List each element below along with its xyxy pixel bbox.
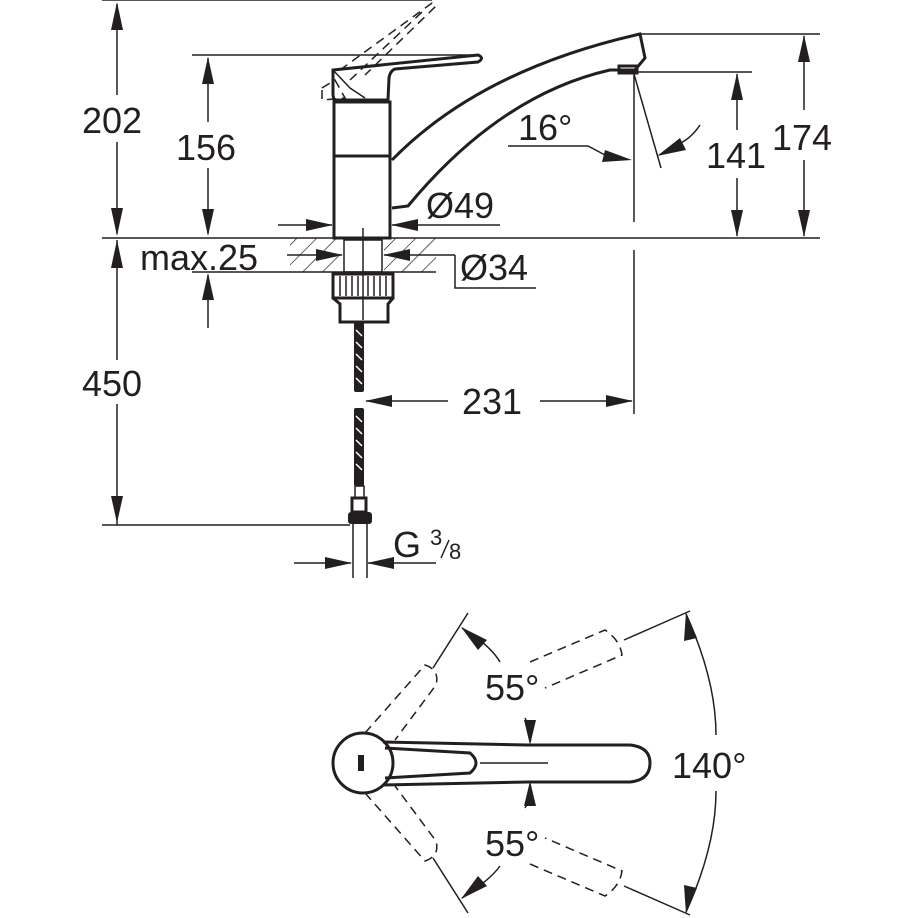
- arrowhead-icon: [798, 210, 810, 237]
- arrowhead-icon: [202, 57, 214, 84]
- arrowhead-icon: [383, 249, 410, 261]
- arrowhead-icon: [461, 876, 487, 899]
- dimension-174: 174: [772, 35, 832, 237]
- arrowhead-icon: [657, 138, 686, 156]
- dimension-450: 450: [80, 360, 350, 526]
- dimension-diameter-34: Ø34: [287, 247, 536, 289]
- thread-denominator: 8: [449, 539, 461, 564]
- dim-label-max-25: max.25: [140, 237, 258, 278]
- dim-label-156: 156: [176, 127, 236, 168]
- lever-rotated-positions: [364, 629, 623, 897]
- arrowhead-icon: [524, 781, 536, 806]
- arrowhead-icon: [306, 219, 333, 231]
- arrowhead-icon: [365, 395, 392, 407]
- dimension-diameter-49: Ø49: [278, 185, 500, 231]
- dimension-231: 231: [365, 72, 635, 422]
- dim-label-55-lower: 55°: [485, 823, 539, 864]
- thread-numerator: 3: [430, 525, 442, 550]
- arrowhead-icon: [111, 208, 123, 236]
- arrowhead-icon: [367, 557, 394, 569]
- extension-line: [623, 610, 691, 641]
- arrowhead-icon: [684, 885, 697, 914]
- arrowhead-icon: [316, 249, 343, 261]
- arrowhead-icon: [325, 557, 352, 569]
- arrowhead-icon: [606, 395, 633, 407]
- extension-line: [432, 612, 469, 669]
- arrowhead-icon: [202, 209, 214, 236]
- dim-label-141: 141: [706, 135, 766, 176]
- dim-label-16-degrees: 16°: [518, 107, 572, 148]
- arrowhead-icon: [111, 496, 123, 523]
- arrowhead-icon: [731, 210, 743, 237]
- dim-label-diameter-34: Ø34: [460, 247, 528, 288]
- arrowhead-icon: [798, 35, 810, 62]
- faucet-body: [332, 100, 392, 240]
- dim-label-231: 231: [462, 381, 522, 422]
- flexible-hose: [348, 322, 372, 578]
- dim-label-55-upper: 55°: [485, 667, 539, 708]
- dim-label-202: 202: [82, 100, 142, 141]
- thread-prefix: G: [393, 524, 421, 565]
- dimension-swivel-left: 55°: [461, 627, 539, 745]
- arrowhead-icon: [111, 2, 123, 30]
- arrowhead-icon: [391, 219, 418, 231]
- lever-handle: [331, 53, 483, 102]
- extension-line: [432, 857, 469, 914]
- mounting-shank: [331, 228, 395, 324]
- lever-open-position: [321, 2, 438, 101]
- arrowhead-icon: [202, 273, 214, 300]
- spout: [390, 32, 647, 210]
- dimension-connection-thread: G 3 8: [294, 524, 461, 569]
- dim-label-450: 450: [82, 363, 142, 404]
- dimension-141: 141: [706, 73, 766, 237]
- dimension-202: 202: [82, 2, 142, 236]
- dimension-156: 156: [176, 57, 236, 236]
- dim-label-diameter-49: Ø49: [426, 185, 494, 226]
- arrowhead-icon: [524, 720, 536, 745]
- arrowhead-icon: [602, 150, 632, 162]
- arrowhead-icon: [461, 627, 487, 650]
- lever-top-view: [331, 731, 652, 795]
- arrowhead-icon: [731, 73, 743, 100]
- top-view: 55° 55° 140°: [331, 610, 746, 916]
- extension-line: [623, 885, 691, 916]
- dimension-spout-angle: 16°: [508, 73, 701, 169]
- arrowhead-icon: [684, 612, 697, 641]
- dimension-total-swivel: 140°: [672, 612, 746, 914]
- arrowhead-icon: [111, 240, 123, 268]
- dim-label-174: 174: [772, 117, 832, 158]
- dimension-swivel-right: 55°: [461, 781, 539, 899]
- side-view: 202 156 max.25: [80, 0, 832, 578]
- dim-label-140-degrees: 140°: [672, 745, 746, 786]
